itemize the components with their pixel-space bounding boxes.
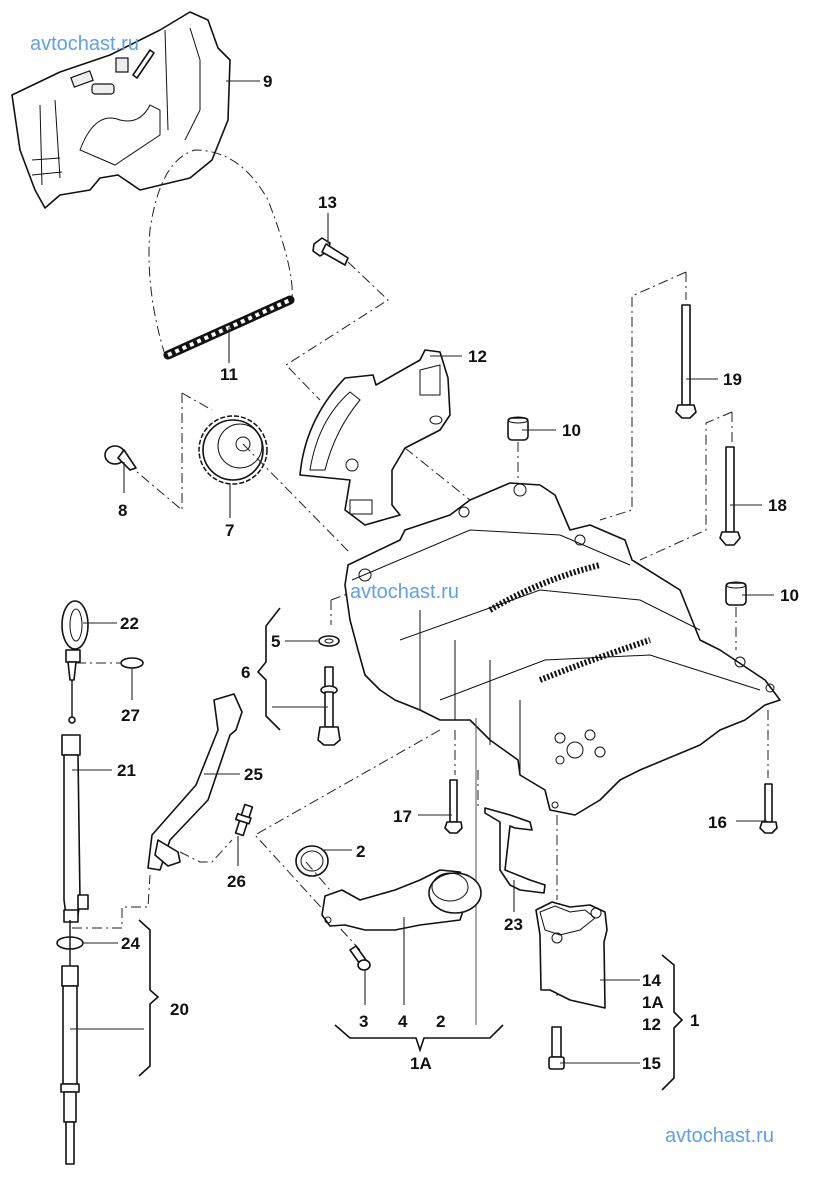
label-27: 27 xyxy=(121,706,140,725)
part-8-bolt[interactable] xyxy=(104,445,137,471)
label-10-upper: 10 xyxy=(562,421,581,440)
guide-25 xyxy=(179,839,233,863)
part-19-bolt[interactable] xyxy=(675,304,697,419)
label-9: 9 xyxy=(263,72,272,91)
part-12-tensioner[interactable] xyxy=(299,349,451,526)
label-6: 6 xyxy=(241,663,250,682)
label-10-right: 10 xyxy=(780,586,799,605)
brace-1A xyxy=(334,1024,504,1053)
part-15-screw[interactable] xyxy=(548,1026,565,1070)
guide-8 xyxy=(136,392,213,512)
guide-5 xyxy=(330,592,351,625)
label-15: 15 xyxy=(642,1054,661,1073)
part-6-oil-jet[interactable] xyxy=(317,666,341,746)
part-13-bolt[interactable] xyxy=(312,237,349,266)
part-2-oring-upper[interactable] xyxy=(295,845,329,877)
guide-13 xyxy=(285,261,389,401)
guide-2 xyxy=(305,861,331,891)
label-12: 12 xyxy=(468,347,487,366)
label-4: 4 xyxy=(398,1012,408,1031)
label-25: 25 xyxy=(244,765,263,784)
part-9-timing-cover[interactable] xyxy=(11,11,231,209)
guide-18 xyxy=(639,411,733,561)
label-13: 13 xyxy=(318,193,337,212)
label-16: 16 xyxy=(708,813,727,832)
label-8: 8 xyxy=(118,501,127,520)
brace-20 xyxy=(138,919,160,1077)
brace-1 xyxy=(661,954,684,1091)
label-12-group: 12 xyxy=(642,1015,661,1034)
label-2-lower: 2 xyxy=(436,1012,445,1031)
label-11: 11 xyxy=(220,365,238,384)
label-1: 1 xyxy=(690,1011,699,1030)
brace-6 xyxy=(256,607,281,731)
part-14-oil-pump[interactable] xyxy=(535,901,608,1009)
guide-7 xyxy=(242,443,351,554)
label-18: 18 xyxy=(768,496,787,515)
label-23: 23 xyxy=(504,915,523,934)
watermark-middle: avtochast.ru xyxy=(350,581,459,603)
label-2-upper: 2 xyxy=(356,842,365,861)
label-7: 7 xyxy=(225,521,234,540)
label-20: 20 xyxy=(170,1000,189,1019)
part-25-pipe[interactable] xyxy=(147,693,243,871)
part-1-balancer-housing[interactable] xyxy=(344,482,781,816)
guide-21 xyxy=(72,874,151,929)
part-17-bolt[interactable] xyxy=(444,779,463,834)
label-14: 14 xyxy=(642,971,661,990)
part-20-dipstick[interactable] xyxy=(60,920,80,1165)
label-19: 19 xyxy=(723,370,742,389)
part-5-washer[interactable] xyxy=(318,635,340,647)
guide-12 xyxy=(404,447,471,501)
watermark-bottom: avtochast.ru xyxy=(665,1125,774,1147)
label-1A-group: 1A xyxy=(642,993,664,1012)
label-3: 3 xyxy=(359,1012,368,1031)
part-3-screw[interactable] xyxy=(349,945,371,971)
label-5: 5 xyxy=(271,632,280,651)
label-26: 26 xyxy=(227,872,246,891)
part-10-dowel-upper[interactable] xyxy=(507,416,529,441)
part-4-oil-pickup[interactable] xyxy=(321,869,482,931)
label-1A: 1A xyxy=(410,1054,432,1073)
part-22-dipstick-handle[interactable] xyxy=(61,600,89,724)
label-17: 17 xyxy=(393,807,412,826)
part-26-stud[interactable] xyxy=(234,803,254,837)
watermark-top: avtochast.ru xyxy=(30,33,139,55)
label-24: 24 xyxy=(121,934,140,953)
guide-19 xyxy=(599,271,687,521)
label-21: 21 xyxy=(117,761,136,780)
part-16-bolt[interactable] xyxy=(759,783,778,834)
part-10-dowel-right[interactable] xyxy=(725,581,747,606)
label-22: 22 xyxy=(120,614,139,633)
part-7-sprocket[interactable] xyxy=(198,415,268,485)
part-21-dipstick-tube[interactable] xyxy=(61,734,89,923)
chain-path-outline xyxy=(148,149,293,356)
part-27-oring[interactable] xyxy=(120,657,144,669)
part-23-bracket[interactable] xyxy=(484,807,546,894)
part-18-bolt[interactable] xyxy=(719,446,741,546)
